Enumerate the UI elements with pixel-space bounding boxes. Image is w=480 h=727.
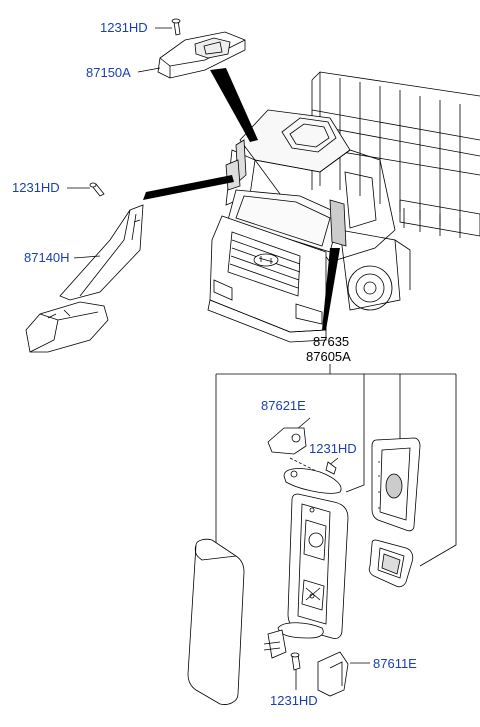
label-87605A: 87605A xyxy=(306,349,351,364)
label-1231HD-left: 1231HD xyxy=(12,180,60,195)
part-87150A-drawing xyxy=(157,18,246,79)
cover-87611E xyxy=(317,651,349,697)
label-1231HD-bottom: 1231HD xyxy=(270,693,318,708)
cab-side-mirror-right xyxy=(329,199,347,247)
label-87621E: 87621E xyxy=(261,398,306,413)
label-87635: 87635 xyxy=(313,334,350,349)
bracket-87621E xyxy=(267,427,307,455)
lower-cap xyxy=(277,622,324,639)
mirror-assembly-exploded xyxy=(187,427,421,705)
upper-cap xyxy=(283,468,342,494)
callout-wedge-right xyxy=(322,248,340,330)
callout-wedge-top xyxy=(210,68,258,142)
label-1231HD-mid: 1231HD xyxy=(309,441,357,456)
mirror-glass-cover xyxy=(187,538,245,705)
label-1231HD-top: 1231HD xyxy=(100,20,148,35)
callout-wedge-left xyxy=(143,175,234,200)
part-87140H-drawing xyxy=(25,182,144,353)
truck-illustration xyxy=(207,71,480,343)
truck-cab xyxy=(207,109,411,343)
label-87150A: 87150A xyxy=(86,65,131,80)
cargo-rack xyxy=(311,71,480,238)
mirror-housing-main xyxy=(287,493,349,639)
cab-side-mirror-left xyxy=(225,159,241,191)
label-87140H: 87140H xyxy=(24,250,70,265)
label-87611E: 87611E xyxy=(373,656,417,671)
